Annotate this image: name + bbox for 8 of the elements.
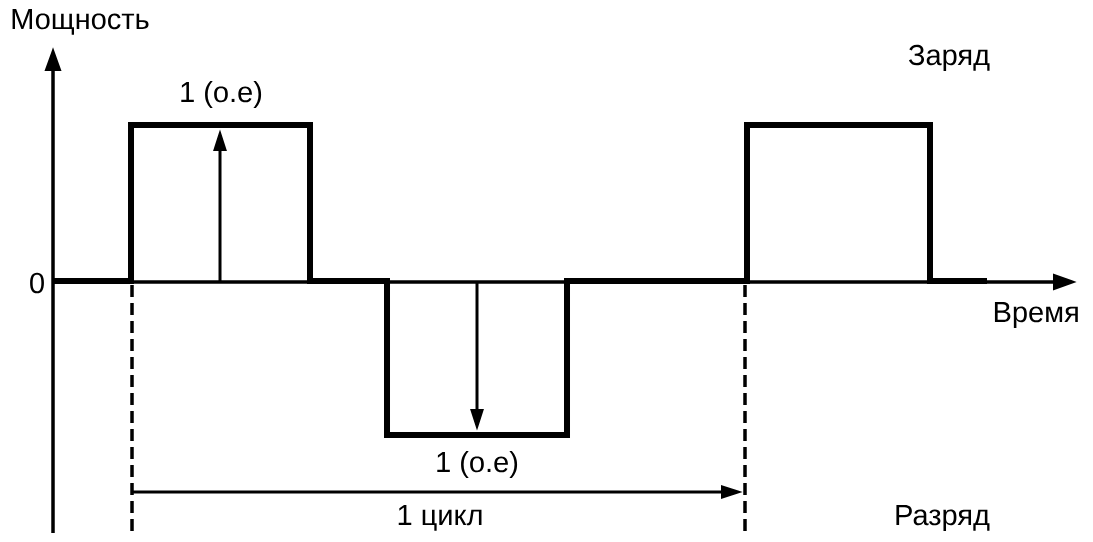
dimension-label: 1 цикл — [398, 505, 482, 531]
dimension-label: 1 (о.е) — [437, 450, 518, 478]
tick-label: 0 — [30, 272, 44, 294]
region-label: Разряд — [896, 505, 990, 531]
axis-title: Мощность — [12, 9, 149, 35]
axis-title: Время — [994, 302, 1078, 328]
region-label: Заряд — [908, 44, 990, 71]
dimension-label: 1 (о.е) — [181, 80, 262, 108]
